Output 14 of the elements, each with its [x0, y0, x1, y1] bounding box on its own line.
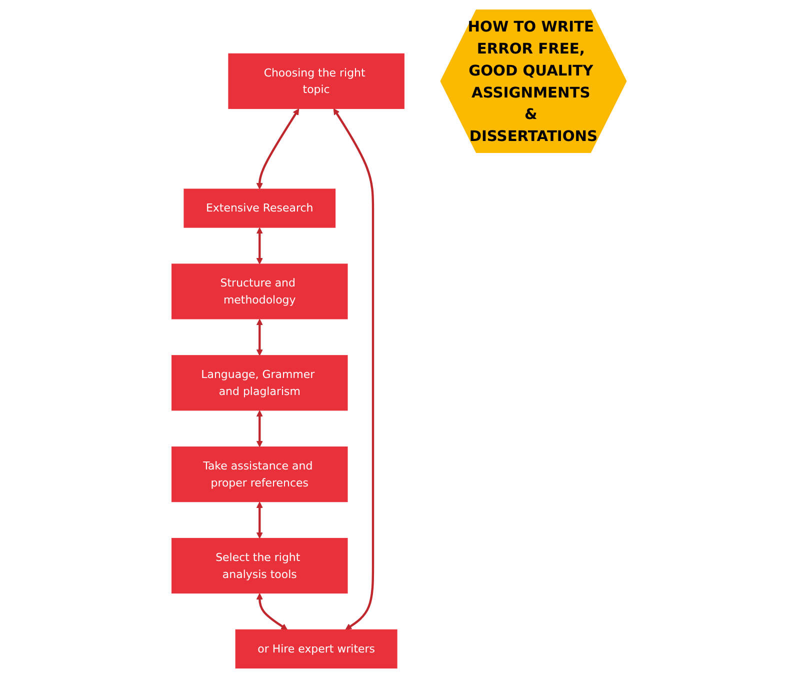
arrow — [256, 501, 264, 538]
node-box: Extensive Research — [184, 188, 336, 228]
arrow — [256, 108, 300, 189]
arrow — [256, 226, 264, 264]
node-box: Language, Grammer and plaglarism — [172, 354, 348, 410]
node-box: Structure and methodology — [172, 263, 348, 319]
arrow — [256, 592, 288, 630]
arrow — [256, 318, 264, 356]
node-box: Choosing the right topic — [228, 52, 405, 108]
node-box: or Hire expert writers — [236, 628, 398, 668]
arrow — [334, 108, 375, 630]
arrow — [256, 410, 264, 447]
node-box: Select the right analysis tools — [172, 537, 348, 594]
node-box: Take assistance and proper references — [172, 446, 348, 502]
